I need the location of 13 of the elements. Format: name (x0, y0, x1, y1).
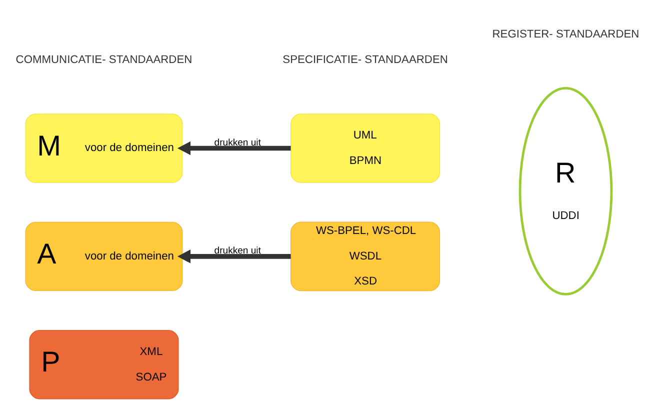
label: COMMUNICATIE- STANDAARDEN (16, 54, 192, 66)
node-box: A voor de domeinen (25, 222, 183, 292)
node-box: P XML SOAP (29, 330, 179, 400)
edge-label: drukken uit (214, 138, 261, 149)
node-box: WS-BPEL, WS-CDL WSDL XSD (290, 222, 440, 292)
node-box: M voor de domeinen (25, 114, 183, 183)
edge-label: drukken uit (214, 246, 261, 257)
arrow (177, 250, 291, 264)
node-box: UML BPMN (290, 114, 440, 183)
node-ellipse: R UDDI (518, 87, 613, 296)
arrow (177, 141, 291, 156)
label: REGISTER- STANDAARDEN (492, 28, 640, 40)
label: SPECIFICATIE- STANDAARDEN (282, 54, 448, 66)
